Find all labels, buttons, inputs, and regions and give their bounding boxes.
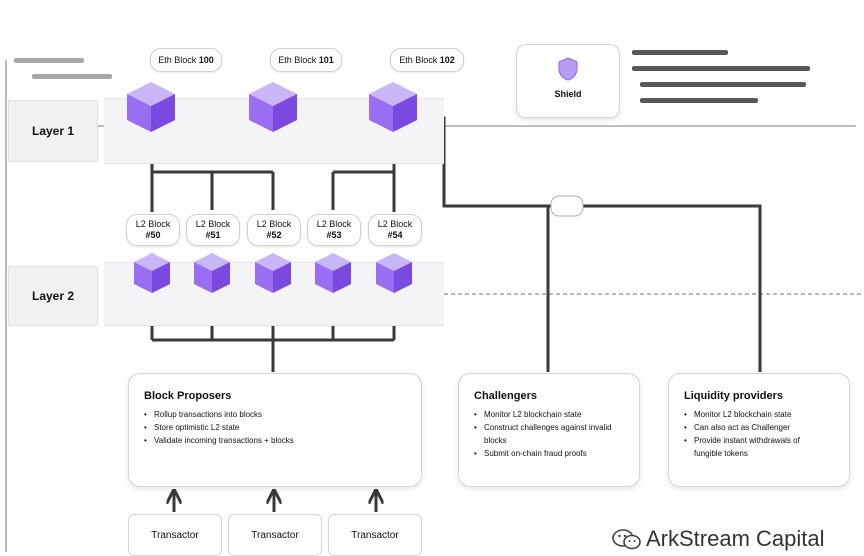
transactor-box: Transactor [228,514,322,556]
l2-block-53-pill: L2 Block#53 [307,214,361,246]
shield-icon [558,57,578,81]
blurred-annotation-text [640,98,758,103]
blurred-legend-text [14,58,84,63]
list-item: Monitor L2 blockchain state [684,408,829,421]
list-item: Construct challenges against invalid blo… [474,421,624,447]
l2-block-50-cube [134,253,170,293]
block-proposers-title: Block Proposers [144,390,232,402]
liquidity-providers-title: Liquidity providers [684,390,784,402]
liquidity-providers-list: Monitor L2 blockchain state Can also act… [684,408,829,460]
list-item: Can also act as Challenger [684,421,829,434]
list-item: Monitor L2 blockchain state [474,408,624,421]
l2-block-51-pill: L2 Block#51 [186,214,240,246]
eth-block-102-pill: Eth Block 102 [390,48,464,72]
layer2-label: Layer 2 [8,266,98,326]
transactor-box: Transactor [128,514,222,556]
l1-feedback-line [428,118,762,372]
blurred-annotation-text [632,50,728,55]
l2-block-54-pill: L2 Block#54 [368,214,422,246]
shield-card: Shield [516,44,620,118]
eth-block-100-pill: Eth Block 100 [150,48,222,72]
blurred-annotation-text [640,82,806,87]
eth-block-101-pill: Eth Block 101 [270,48,342,72]
l2-block-51-cube [194,253,230,293]
block-proposers-card: Block Proposers Rollup transactions into… [128,373,422,487]
l2-block-52-cube [255,253,291,293]
eth-block-102-cube [369,82,417,132]
list-item: Store optimistic L2 state [144,421,294,434]
liquidity-providers-card: Liquidity providers Monitor L2 blockchai… [668,373,850,487]
l2-block-54-cube [376,253,412,293]
list-item: Provide instant withdrawals of fungible … [684,434,829,460]
l2-block-52-pill: L2 Block#52 [247,214,301,246]
l2-block-53-cube [315,253,351,293]
list-item: Validate incoming transactions + blocks [144,434,294,447]
layer1-label: Layer 1 [8,100,98,162]
wechat-icon [612,529,641,550]
transactor-box: Transactor [328,514,422,556]
blurred-legend-text [32,74,112,79]
watermark: ArkStream Capital [612,526,825,552]
challengers-title: Challengers [474,390,537,402]
l2-block-50-pill: L2 Block#50 [126,214,180,246]
list-item: Submit on-chain fraud proofs [474,447,624,460]
eth-block-100-cube [127,82,175,132]
list-item: Rollup transactions into blocks [144,408,294,421]
block-proposers-list: Rollup transactions into blocks Store op… [144,408,294,447]
challengers-card: Challengers Monitor L2 blockchain state … [458,373,640,487]
junction-node [550,195,584,217]
eth-block-101-cube [249,82,297,132]
challengers-list: Monitor L2 blockchain state Construct ch… [474,408,624,460]
shield-label: Shield [554,89,582,99]
blurred-annotation-text [632,66,810,71]
